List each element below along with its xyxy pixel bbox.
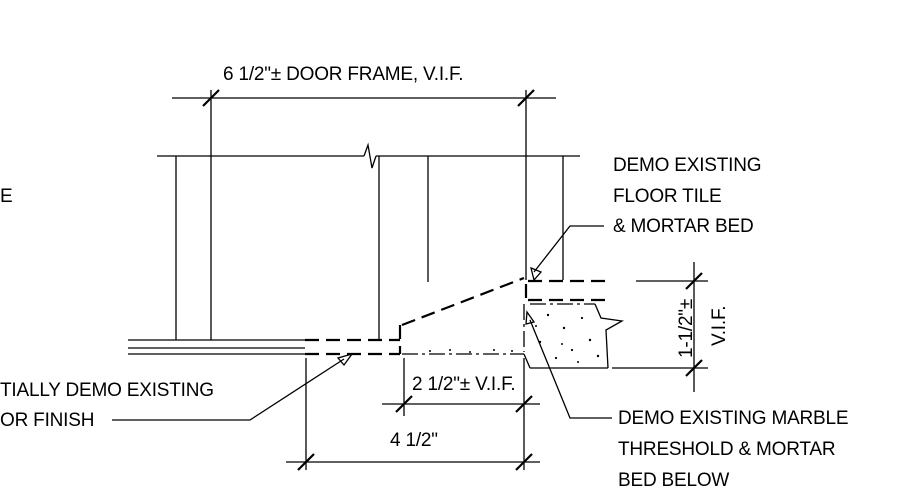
height-dimension-label: 1-1/2"± (676, 298, 697, 358)
threshold-width-dimension (382, 358, 540, 470)
demo-dashed-outlines (305, 276, 607, 356)
concrete-hatch (429, 313, 600, 363)
frame-verticals (175, 156, 564, 340)
marble-threshold-note-line-2: THRESHOLD & MORTAR (618, 439, 836, 460)
threshold-width-dimension-label: 2 1/2"± V.I.F. (412, 374, 516, 395)
floor-finish-lines (128, 339, 305, 355)
floor-finish-leader (112, 352, 354, 421)
head-line (157, 142, 580, 169)
floor-tile-leader (530, 225, 604, 282)
door-frame-dimension-label: 6 1/2"± DOOR FRAME, V.I.F. (223, 64, 464, 85)
mortar-bed-outline (402, 303, 595, 355)
floor-tile-note-line-3: & MORTAR BED (613, 216, 754, 237)
marble-threshold-leader (525, 310, 612, 419)
slab-edge (523, 303, 624, 369)
overall-dimension (286, 358, 540, 471)
floor-finish-note-line-1: TIALLY DEMO EXISTING (0, 380, 214, 401)
overall-dimension-label: 4 1/2" (390, 430, 438, 451)
marble-threshold-note-line-1: DEMO EXISTING MARBLE (618, 408, 849, 429)
door-frame-dimension (172, 89, 556, 340)
cut-off-note-text: E (0, 186, 13, 207)
floor-tile-note-line-1: DEMO EXISTING (613, 155, 762, 176)
floor-finish-note-line-2: OR FINISH (0, 410, 95, 431)
height-vif-label: V.I.F. (709, 305, 730, 346)
floor-tile-note-line-2: FLOOR TILE (613, 186, 722, 207)
height-dimension (612, 262, 708, 392)
marble-threshold-note-line-3: BED BELOW (618, 470, 730, 491)
